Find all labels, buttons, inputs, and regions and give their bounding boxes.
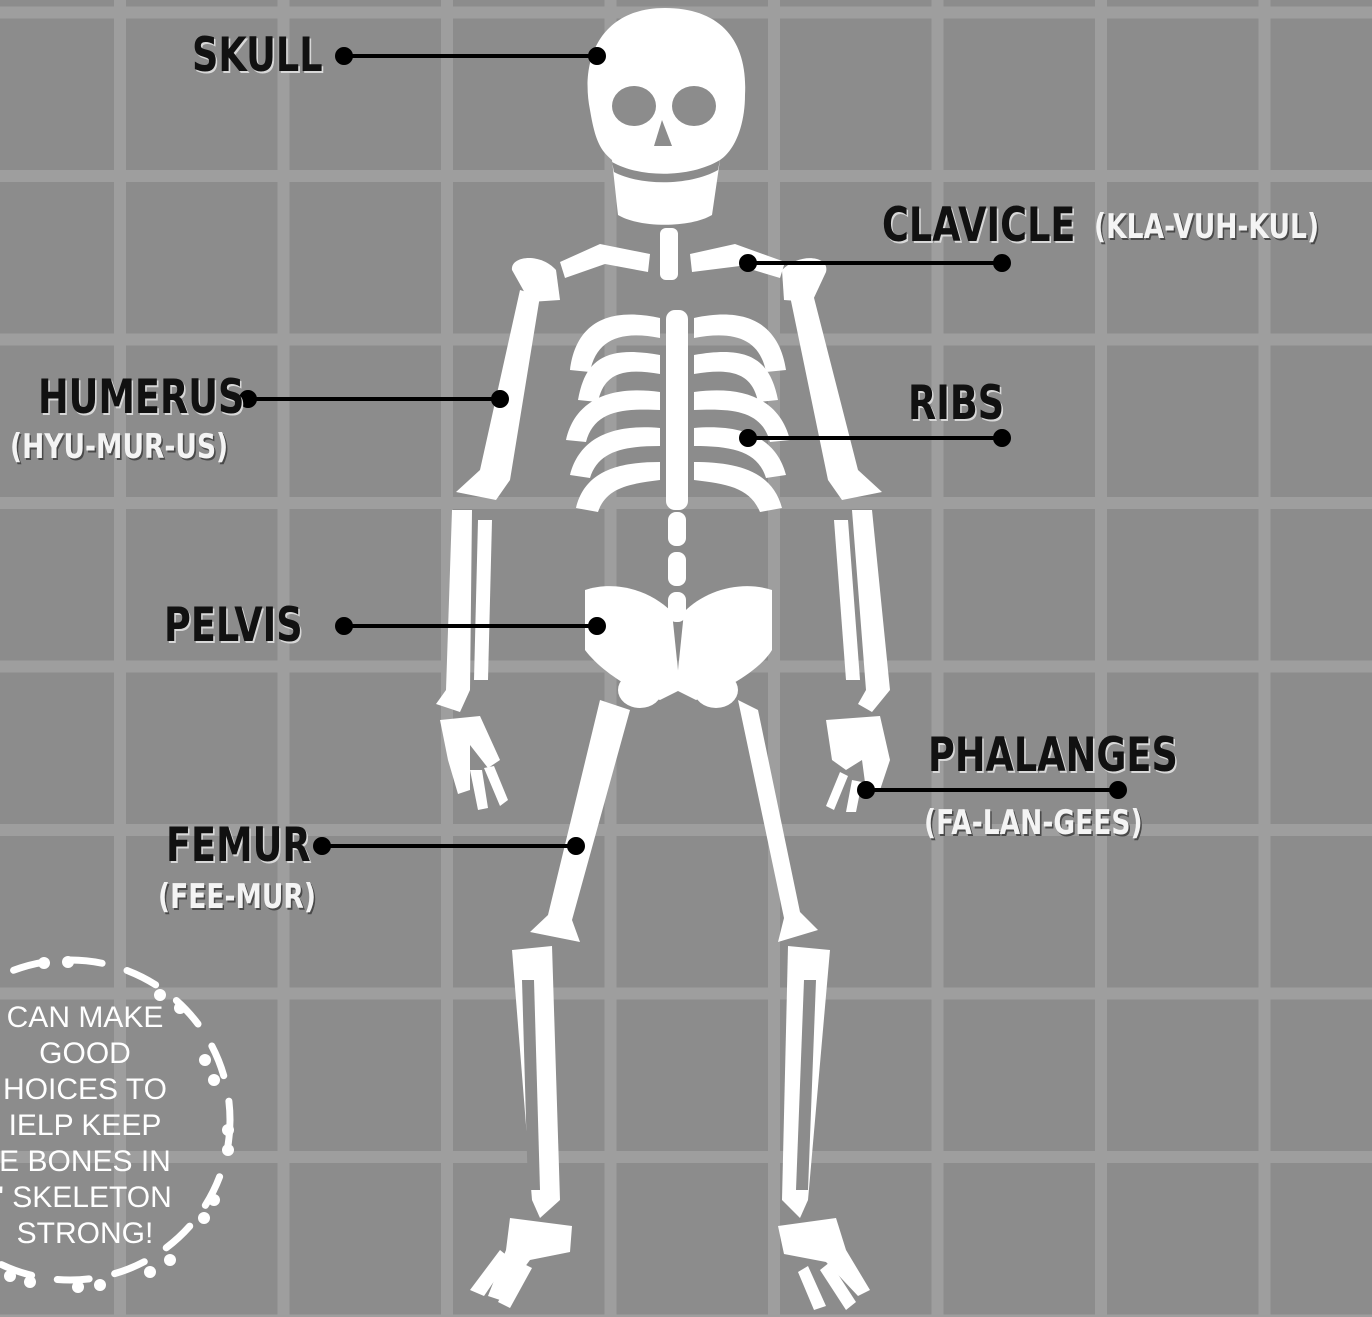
clavicle-pronunciation: (KLA-VUH-KUL) bbox=[1094, 208, 1319, 246]
skull-label: SKULL bbox=[192, 30, 323, 82]
phalanges-label: PHALANGES bbox=[928, 730, 1178, 782]
skull-bone bbox=[588, 8, 746, 225]
femur-bone bbox=[530, 700, 818, 942]
clavicle-label: CLAVICLE bbox=[882, 200, 1075, 252]
ribs-bone bbox=[566, 310, 790, 512]
phalanges-pronunciation: (FA-LAN-GEES) bbox=[924, 804, 1143, 842]
femur-label: FEMUR bbox=[166, 820, 311, 872]
femur-pronunciation: (FEE-MUR) bbox=[158, 878, 316, 916]
ribs-label: RIBS bbox=[908, 378, 1004, 430]
phalanges-bone bbox=[440, 716, 890, 812]
humerus-label: HUMERUS bbox=[38, 372, 244, 424]
badge-message: CAN MAKE GOOD HOICES TO IELP KEEP E BONE… bbox=[0, 1000, 200, 1252]
humerus-pronunciation: (HYU-MUR-US) bbox=[10, 428, 228, 466]
pelvis-label: PELVIS bbox=[164, 600, 303, 652]
